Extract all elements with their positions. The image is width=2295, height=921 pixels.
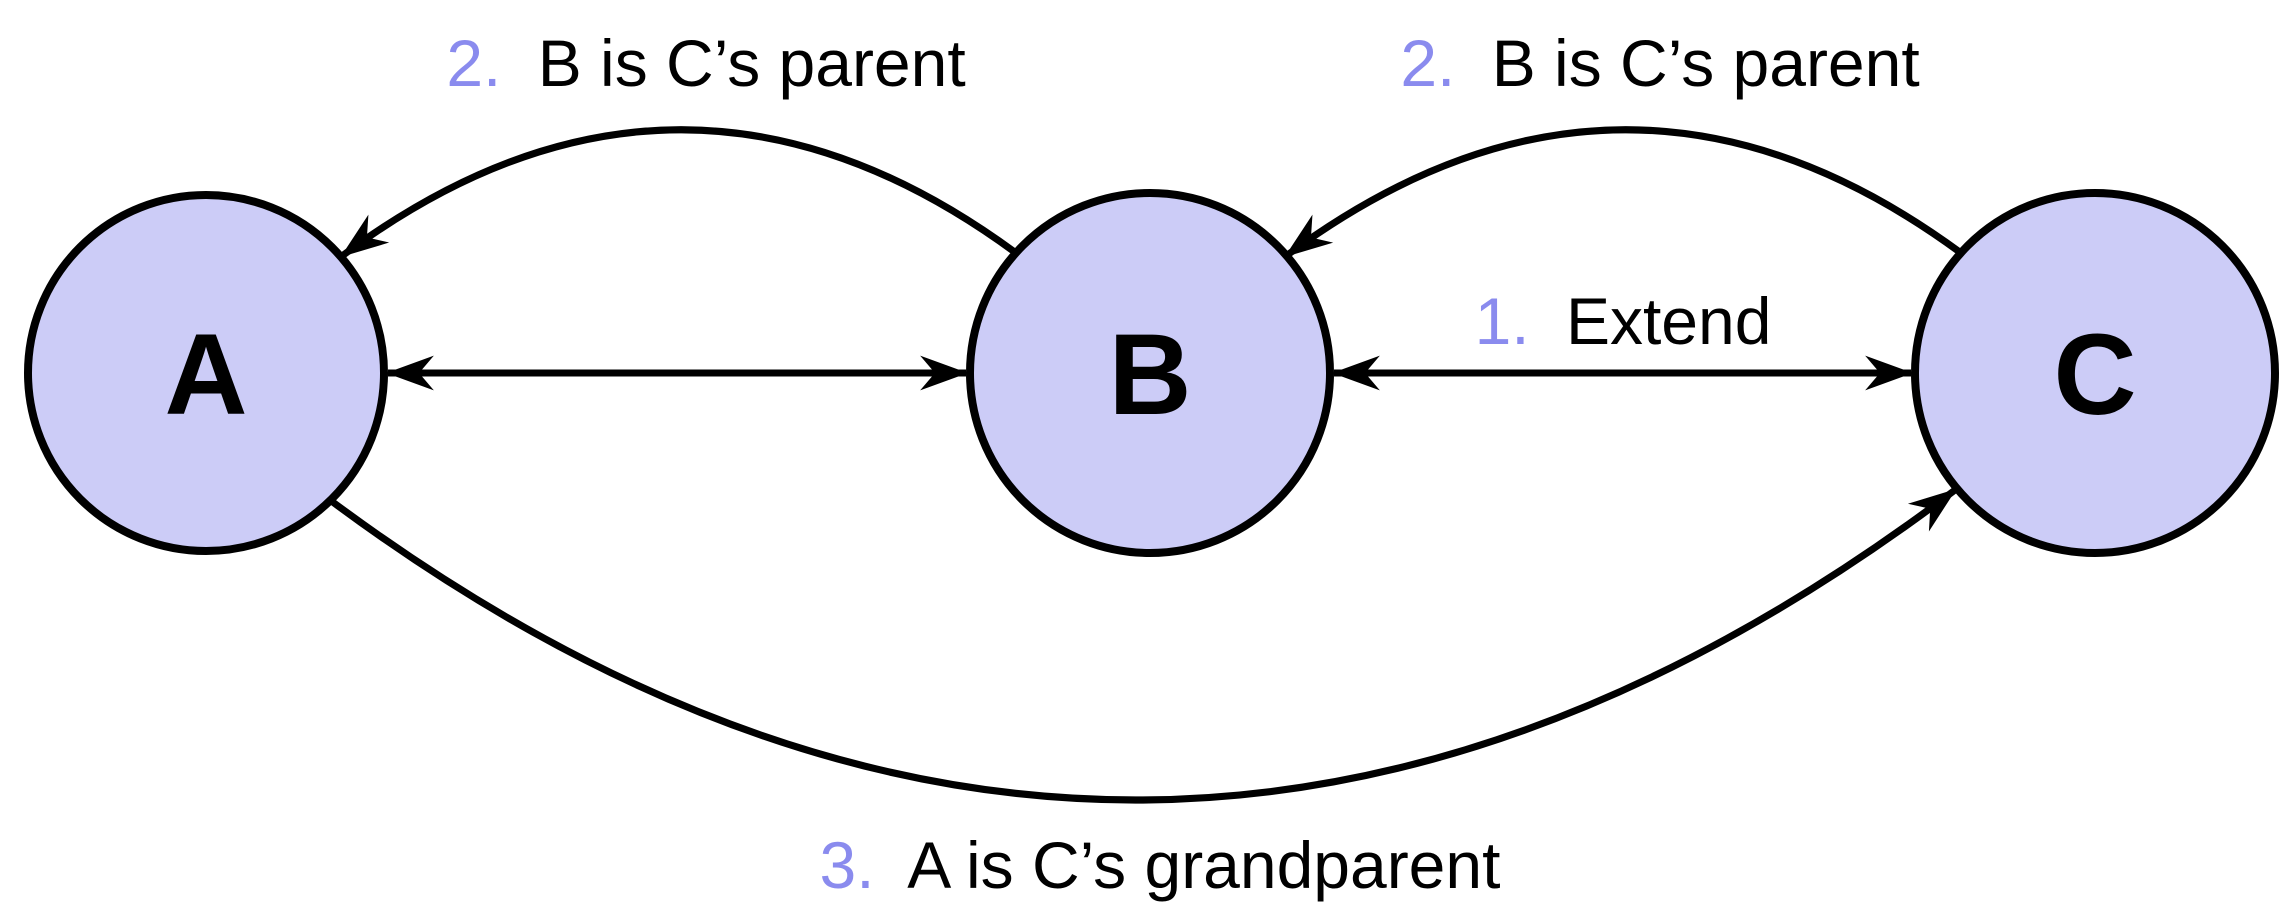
step-number: 2. <box>446 26 501 100</box>
label-extend: 1. Extend <box>1475 284 1772 358</box>
step-text: B is C’s parent <box>538 26 966 100</box>
step-text: B is C’s parent <box>1492 26 1920 100</box>
label-a-is-cs-grandparent: 3. A is C’s grandparent <box>820 828 1501 902</box>
step-number: 2. <box>1400 26 1455 100</box>
step-number: 3. <box>820 828 875 902</box>
step-text: Extend <box>1566 284 1771 358</box>
node-b-circle <box>966 189 1334 557</box>
edge-b-to-a-curve <box>339 126 1019 259</box>
edge-a-to-c-curve <box>327 487 1958 804</box>
node-c-circle <box>1911 189 2279 557</box>
step-number: 1. <box>1475 284 1530 358</box>
node-a-label: A <box>164 311 247 439</box>
node-c-label: C <box>2053 311 2136 439</box>
label-b-is-cs-parent-right: 2. B is C’s parent <box>1400 26 1919 100</box>
node-b-label: B <box>1108 311 1191 439</box>
step-text: A is C’s grandparent <box>907 828 1500 902</box>
node-a-circle <box>24 191 388 555</box>
edge-c-to-b-curve <box>1283 126 1964 259</box>
label-b-is-cs-parent-left: 2. B is C’s parent <box>446 26 965 100</box>
